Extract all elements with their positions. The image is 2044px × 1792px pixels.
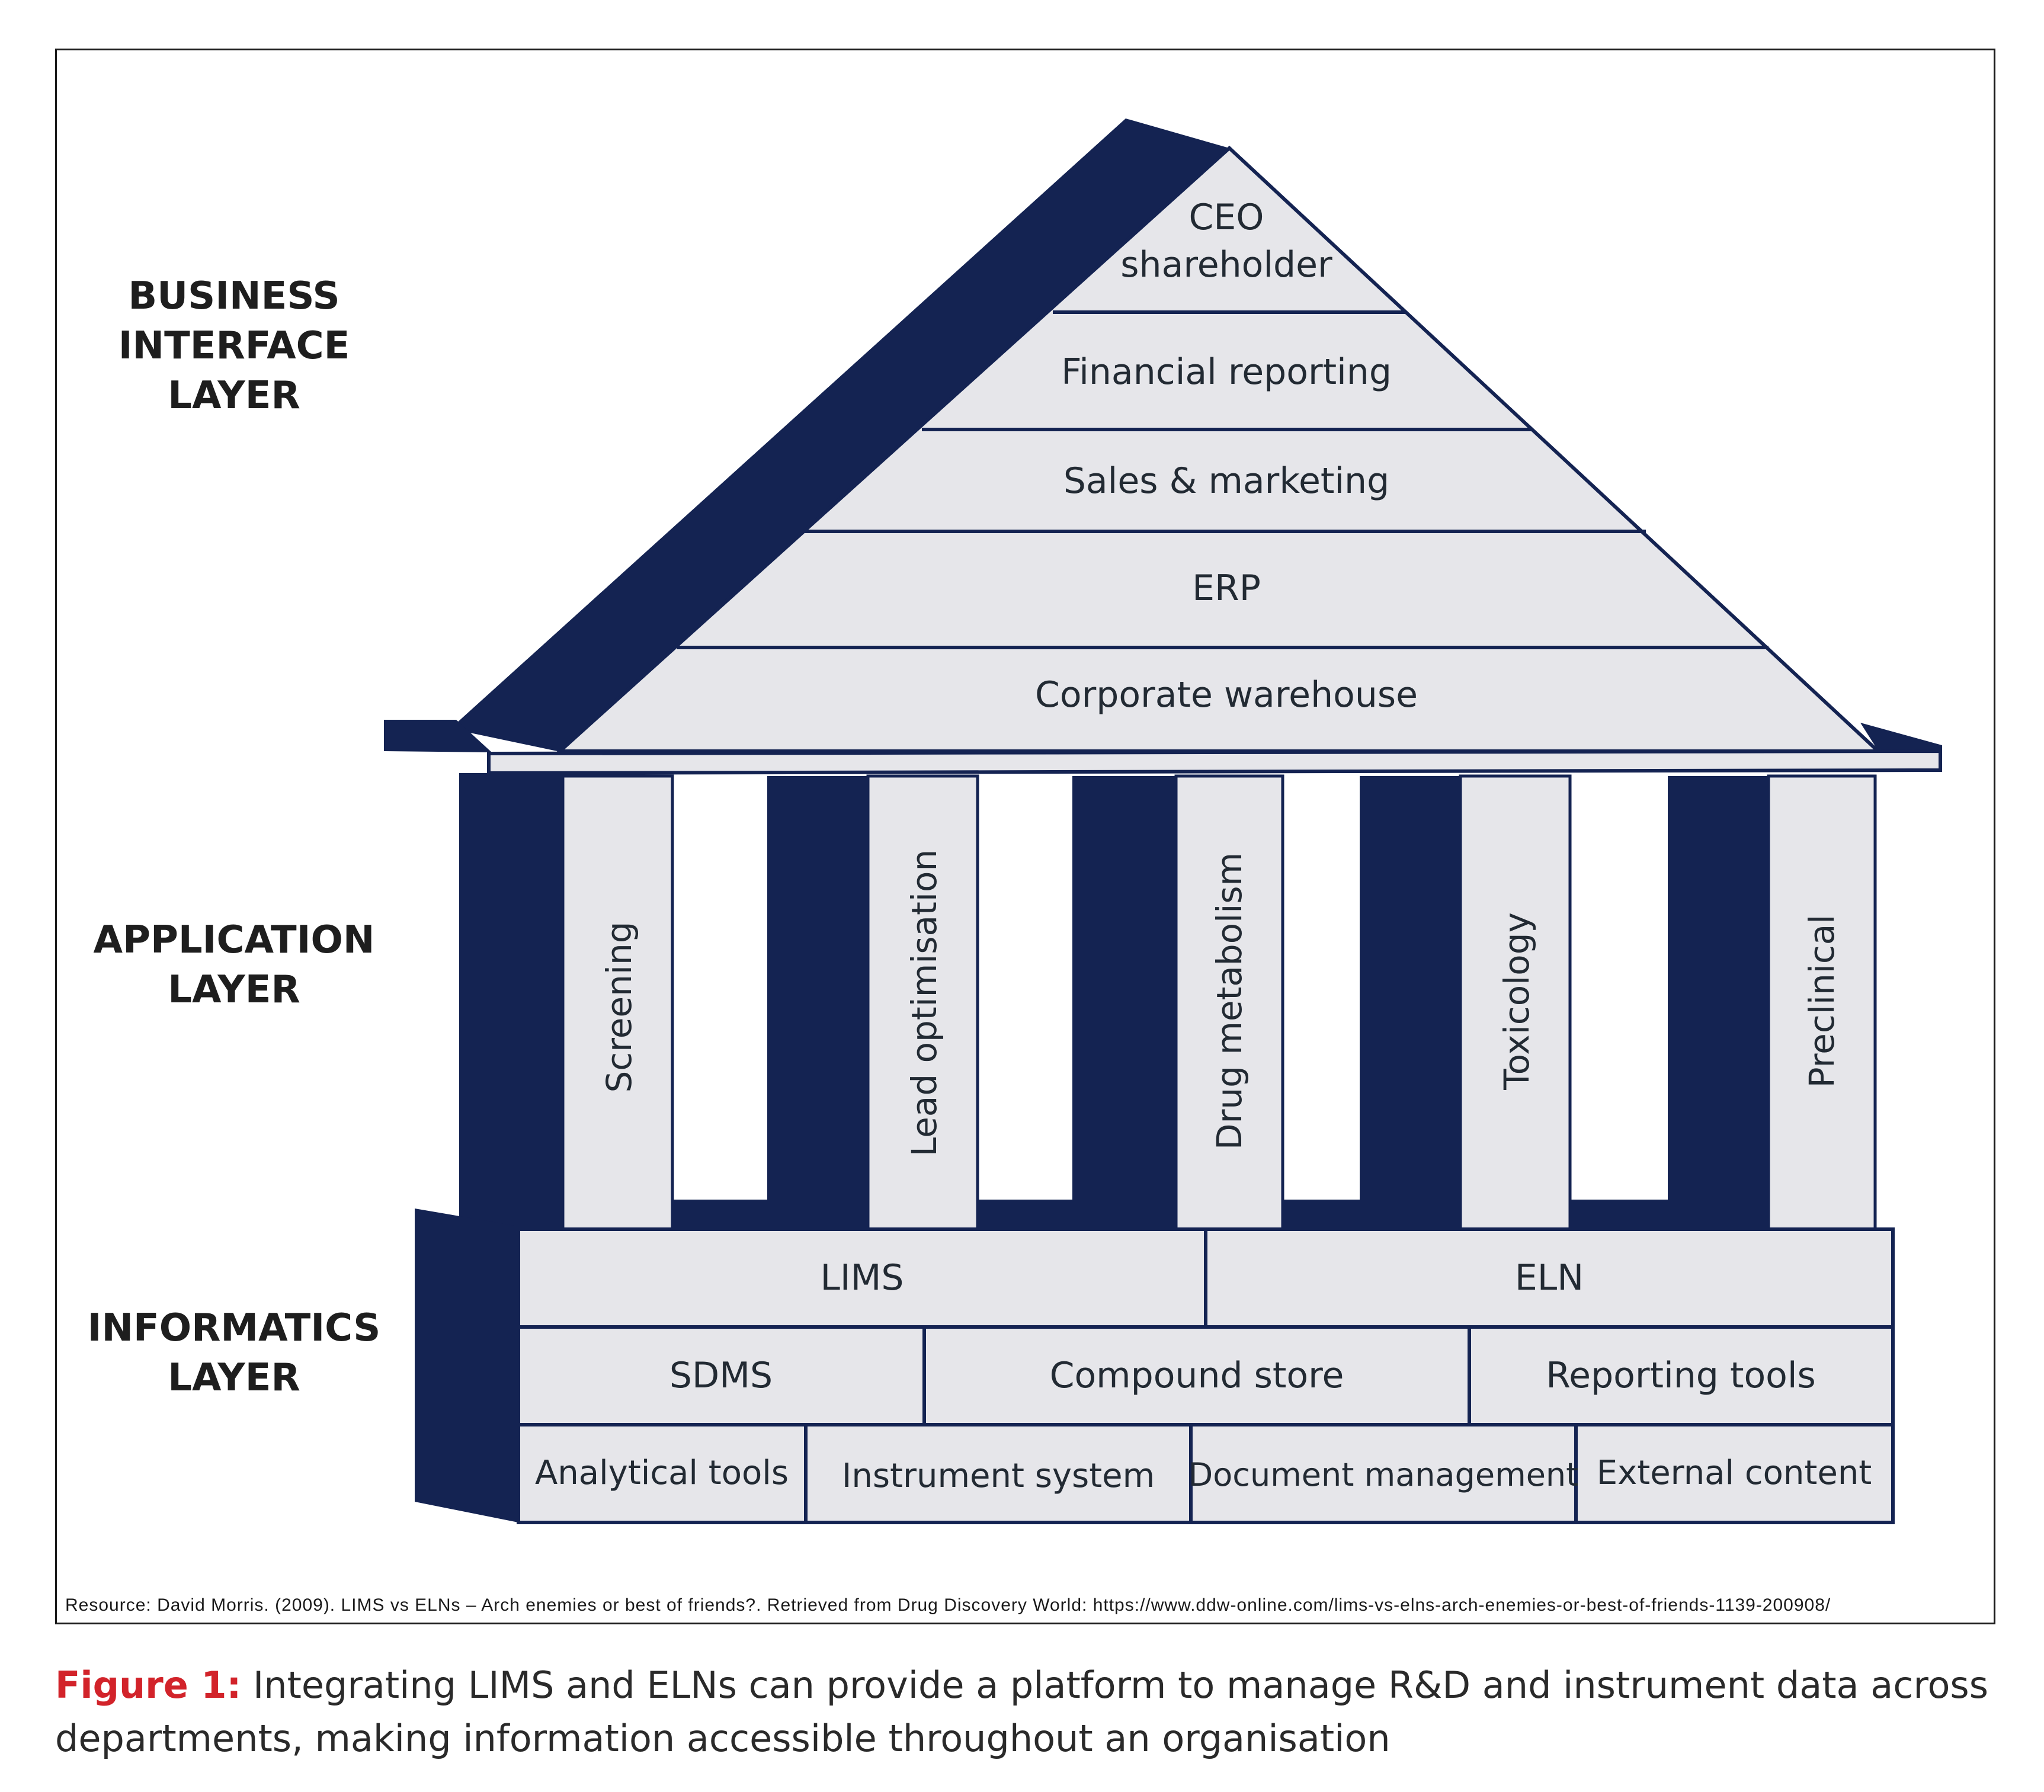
roof-left-slope <box>450 118 1229 752</box>
block-eln <box>1204 1227 1895 1329</box>
roof-tier-erp: ERP <box>1192 568 1261 609</box>
application-layer-label: APPLICATION LAYER <box>93 918 375 1012</box>
block-label-document-management: Document management <box>1188 1456 1579 1493</box>
block-label-analytical-tools: Analytical tools <box>535 1454 789 1492</box>
roof-gable <box>555 145 1883 753</box>
roof: CEO shareholder Financial reporting Sale… <box>384 118 1942 775</box>
pillars: Screening Lead optimisation Drug metabol… <box>459 773 1877 1235</box>
pillar-label-toxicology: Toxicology <box>1497 912 1537 1091</box>
pillar-shadow-3 <box>1360 776 1463 1203</box>
figure-caption: Figure 1: Integrating LIMS and ELNs can … <box>55 1659 2010 1765</box>
pillar-screening <box>561 774 674 1234</box>
caption-text: Integrating LIMS and ELNs can provide a … <box>55 1663 1989 1760</box>
roof-tier-shareholder: shareholder <box>1120 244 1332 286</box>
block-label-external-content: External content <box>1597 1454 1872 1492</box>
block-label-reporting-tools: Reporting tools <box>1546 1355 1816 1396</box>
caption-label: Figure 1: <box>55 1663 242 1707</box>
roof-tier-sales-marketing: Sales & marketing <box>1063 460 1389 502</box>
block-label-sdms: SDMS <box>669 1355 773 1396</box>
block-label-compound-store: Compound store <box>1050 1355 1344 1396</box>
informatics-layer-label: INFORMATICS LAYER <box>87 1306 381 1400</box>
pillar-shadow-1 <box>767 776 871 1203</box>
pillar-label-drug-metabolism: Drug metabolism <box>1209 852 1250 1150</box>
roof-eave-left <box>384 720 492 752</box>
pillar-lead-optimisation <box>866 774 979 1234</box>
left-side-wall <box>459 773 563 1235</box>
business-interface-layer-label: BUSINESS INTERFACE LAYER <box>118 274 350 418</box>
foundation-side <box>415 1208 518 1522</box>
pillar-shadow-4 <box>1668 776 1771 1203</box>
pillar-label-lead-optimisation: Lead optimisation <box>904 849 944 1156</box>
block-label-instrument-system: Instrument system <box>842 1457 1155 1495</box>
pillar-back-4 <box>1570 776 1668 1203</box>
pillar-back-2 <box>978 776 1072 1203</box>
block-label-lims: LIMS <box>821 1257 904 1299</box>
pillar-back-1 <box>672 776 767 1203</box>
roof-tier-financial-reporting: Financial reporting <box>1061 351 1392 393</box>
block-reporting-tools <box>1468 1325 1895 1426</box>
pillar-label-screening: Screening <box>599 921 639 1092</box>
block-analytical-tools <box>517 1423 808 1524</box>
block-compound-store <box>922 1325 1471 1426</box>
source-citation: Resource: David Morris. (2009). LIMS vs … <box>65 1595 1831 1615</box>
block-external-content <box>1574 1423 1895 1524</box>
roof-tier-corporate-warehouse: Corporate warehouse <box>1035 674 1418 716</box>
block-sdms <box>517 1325 926 1426</box>
figure-frame <box>55 49 1995 1624</box>
pillar-back-3 <box>1283 776 1360 1203</box>
block-document-management <box>1189 1423 1578 1524</box>
roof-cornice <box>487 749 1942 775</box>
pillar-shadow-2 <box>1072 776 1179 1203</box>
pillar-toxicology <box>1459 774 1572 1234</box>
roof-tier-ceo: CEO <box>1188 197 1264 238</box>
pillar-label-preclinical: Preclinical <box>1802 915 1842 1088</box>
pillar-preclinical <box>1767 774 1877 1234</box>
foundation: LIMS ELN SDMS Compound store Reporting t… <box>415 1208 1895 1524</box>
block-label-eln: ELN <box>1515 1257 1584 1299</box>
